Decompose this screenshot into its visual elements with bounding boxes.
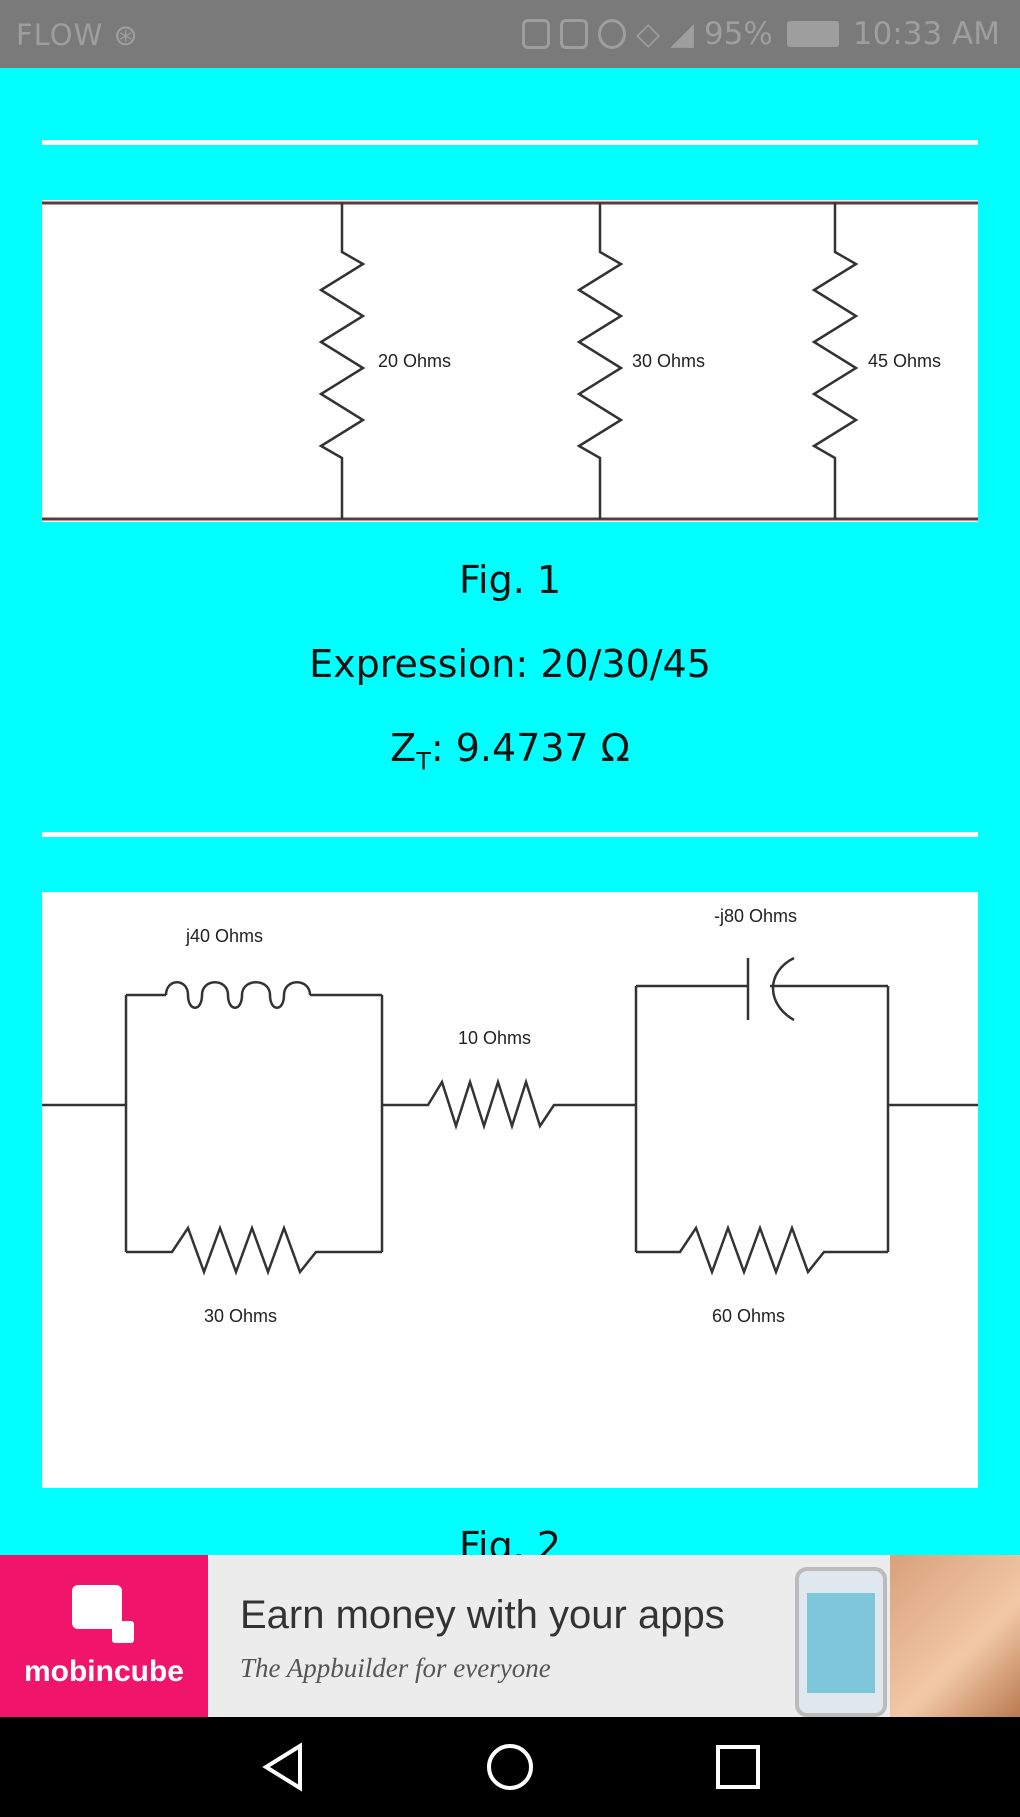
resistor-label-30: 30 Ohms bbox=[632, 351, 705, 371]
carrier-label: FLOW ⊛ bbox=[16, 18, 139, 52]
carrier-icon: ⊛ bbox=[113, 18, 139, 52]
divider bbox=[42, 832, 978, 837]
resistor-10-ohms bbox=[382, 1077, 636, 1131]
divider bbox=[42, 140, 978, 145]
battery-icon bbox=[786, 21, 839, 47]
nfc-icon bbox=[522, 19, 551, 49]
resistor-30-ohms bbox=[576, 203, 624, 519]
recent-apps-icon[interactable] bbox=[710, 1742, 766, 1792]
content-scroll[interactable]: 20 Ohms 30 Ohms 45 Ohms Fig. 1 Expressio… bbox=[0, 68, 1020, 1555]
inductor-j40 bbox=[164, 981, 312, 1009]
capacitor-curve bbox=[771, 956, 795, 1022]
resistor-30-ohms bbox=[126, 1224, 382, 1276]
capacitor-label: -j80 Ohms bbox=[714, 906, 797, 926]
back-icon[interactable] bbox=[256, 1742, 312, 1792]
total-impedance: ZT: 9.4737 Ω bbox=[0, 726, 1020, 776]
resistor-20-ohms bbox=[318, 203, 366, 519]
battery-percent: 95% bbox=[703, 16, 773, 52]
resistor-60-ohms bbox=[636, 1224, 888, 1276]
wifi-icon: ◇ bbox=[636, 16, 661, 52]
vibrate-icon bbox=[560, 19, 589, 49]
impedance-value: : 9.4737 Ω bbox=[430, 726, 630, 770]
impedance-subscript: T bbox=[416, 747, 431, 776]
resistor-label-45: 45 Ohms bbox=[868, 351, 941, 371]
alarm-icon bbox=[598, 19, 627, 49]
figure-2-caption: Fig. 2 bbox=[458, 1524, 562, 1555]
ad-banner[interactable]: mobincube Earn money with your apps The … bbox=[0, 1555, 1020, 1717]
status-bar: FLOW ⊛ ◇ ◢ 95% 10:33 AM bbox=[0, 0, 1020, 68]
figure-2-diagram: j40 Ohms -j80 Ohms 10 Ohms 30 Ohms 60 Oh… bbox=[42, 892, 978, 1488]
expression-text: Expression: 20/30/45 bbox=[309, 642, 711, 686]
resistor-45-ohms bbox=[811, 203, 859, 519]
ad-phone-image bbox=[795, 1567, 887, 1717]
series-resistor-label: 10 Ohms bbox=[458, 1028, 531, 1048]
ad-tagline: The Appbuilder for everyone bbox=[240, 1653, 551, 1683]
home-icon[interactable] bbox=[482, 1742, 538, 1792]
clock: 10:33 AM bbox=[852, 16, 1000, 52]
impedance-symbol: Z bbox=[390, 726, 417, 770]
ad-headline: Earn money with your apps bbox=[240, 1593, 725, 1637]
mobincube-logo: mobincube bbox=[0, 1555, 208, 1717]
ad-brand: mobincube bbox=[23, 1655, 184, 1688]
signal-icon: ◢ bbox=[670, 16, 694, 52]
carrier-name: FLOW bbox=[16, 18, 104, 52]
figure-1-caption: Fig. 1 bbox=[458, 558, 562, 602]
resistor-left-label: 30 Ohms bbox=[204, 1306, 277, 1326]
resistor-right-label: 60 Ohms bbox=[712, 1306, 785, 1326]
cube-logo-icon-small bbox=[112, 1621, 134, 1643]
inductor-label: j40 Ohms bbox=[185, 926, 263, 946]
resistor-label-20: 20 Ohms bbox=[378, 351, 451, 371]
figure-1-diagram: 20 Ohms 30 Ohms 45 Ohms bbox=[42, 200, 978, 522]
navigation-bar bbox=[0, 1717, 1020, 1817]
status-icons: ◇ ◢ 95% 10:33 AM bbox=[522, 16, 1000, 52]
ad-person-image bbox=[890, 1555, 1020, 1717]
